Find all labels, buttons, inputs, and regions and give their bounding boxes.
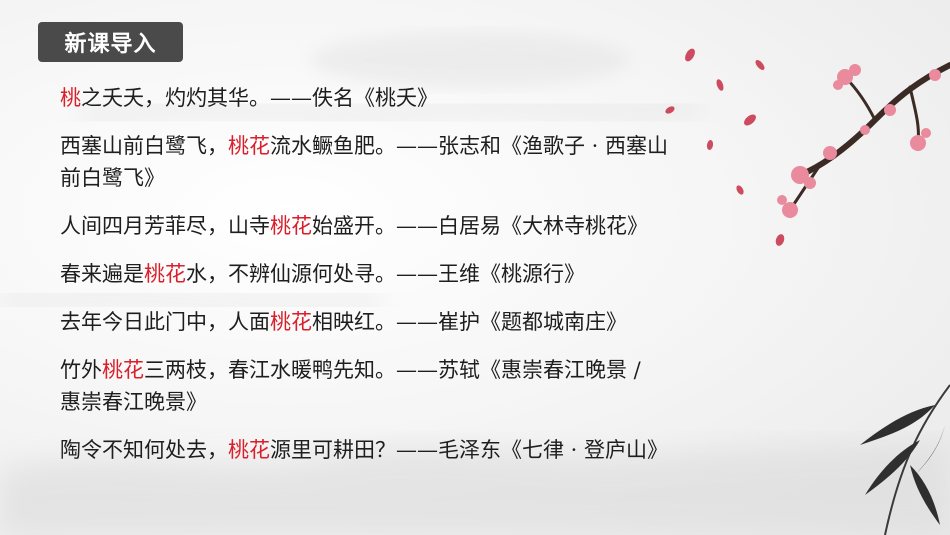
highlight-word: 桃花 [144,262,186,286]
poem-line-5: 去年今日此门中，人面桃花相映红。——崔护《题都城南庄》 [60,306,900,338]
poem-line-2: 西塞山前白鹭飞，桃花流水鳜鱼肥。——张志和《渔歌子 · 西塞山 [60,130,900,162]
highlight-word: 桃花 [270,214,312,238]
section-title-badge: 新课导入 [38,22,183,62]
highlight-word: 桃花 [270,310,312,334]
poem-text: 春来遍是 [60,262,144,286]
poem-text: 始盛开。——白居易《大林寺桃花》 [312,214,648,238]
bamboo-leaves-illustration [860,384,950,535]
highlight-word: 桃花 [228,438,270,462]
poem-text: 三两枝，春江水暖鸭先知。——苏轼《惠崇春江晚景 / [144,358,641,382]
poem-text: 西塞山前白鹭飞， [60,134,228,158]
poem-text: 人间四月芳菲尽，山寺 [60,214,270,238]
poem-text: 竹外 [60,358,102,382]
poem-line-7: 陶令不知何处去，桃花源里可耕田？——毛泽东《七律 · 登庐山》 [60,434,900,466]
poem-text: 相映红。——崔护《题都城南庄》 [312,310,627,334]
poem-text: 去年今日此门中，人面 [60,310,270,334]
poem-text: 流水鳜鱼肥。——张志和《渔歌子 · 西塞山 [270,134,669,158]
poem-text: 水，不辨仙源何处寻。——王维《桃源行》 [186,262,585,286]
poem-line-4: 春来遍是桃花水，不辨仙源何处寻。——王维《桃源行》 [60,258,900,290]
poem-list: 桃之夭夭，灼灼其华。——佚名《桃夭》 西塞山前白鹭飞，桃花流水鳜鱼肥。——张志和… [60,82,900,466]
poem-line-2-cont: 前白鹭飞》 [60,166,165,190]
poem-line-6: 竹外桃花三两枝，春江水暖鸭先知。——苏轼《惠崇春江晚景 / [60,354,900,386]
poem-text: 源里可耕田？——毛泽东《七律 · 登庐山》 [270,438,669,462]
highlight-word: 桃花 [228,134,270,158]
highlight-word: 桃花 [102,358,144,382]
poem-line-6-cont: 惠崇春江晚景》 [60,390,207,414]
plum-blossom-branch-illustration [665,48,950,246]
poem-text: 陶令不知何处去， [60,438,228,462]
poem-line-3: 人间四月芳菲尽，山寺桃花始盛开。——白居易《大林寺桃花》 [60,210,900,242]
poem-text: 之夭夭，灼灼其华。——佚名《桃夭》 [81,86,438,110]
highlight-word: 桃 [60,86,81,110]
poem-line-1: 桃之夭夭，灼灼其华。——佚名《桃夭》 [60,82,900,114]
